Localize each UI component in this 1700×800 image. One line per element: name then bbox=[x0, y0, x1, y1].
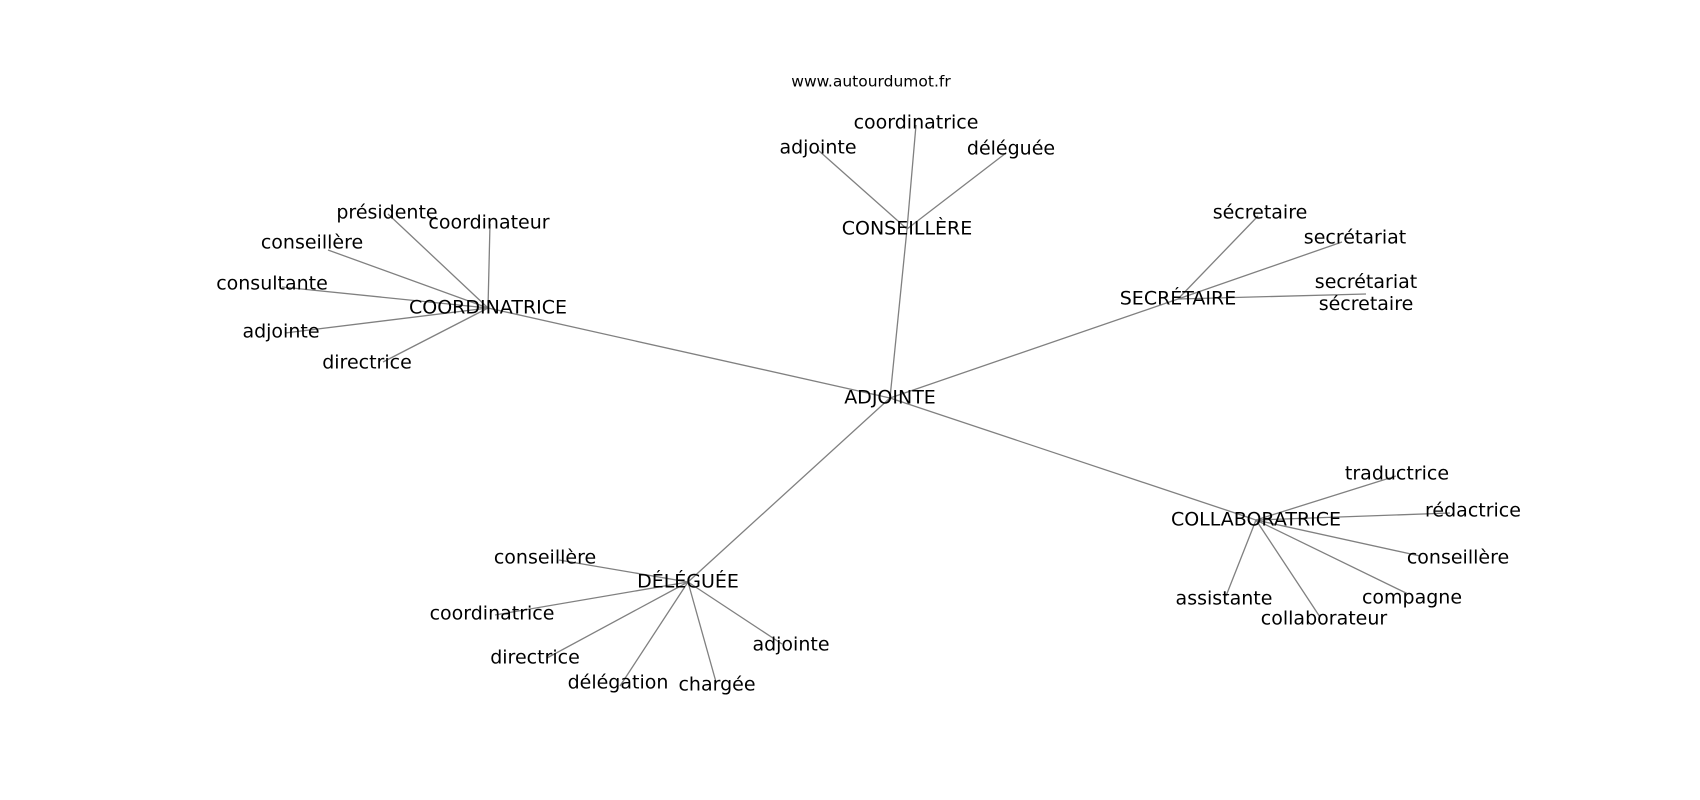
node-leaf-collaboratrice-redactrice[interactable]: rédactrice bbox=[1425, 500, 1521, 522]
edge-center-collaboratrice bbox=[889, 397, 1257, 521]
edge-collaboratrice-assistante bbox=[1225, 519, 1257, 597]
node-leaf-deleguee-coordinatrice[interactable]: coordinatrice bbox=[430, 603, 555, 625]
edge-secretaire-secretariat-secretaire bbox=[1177, 293, 1367, 300]
node-hub-coordinatrice[interactable]: COORDINATRICE bbox=[409, 297, 567, 319]
edge-coordinatrice-adjointe bbox=[284, 307, 489, 334]
node-leaf-coordinatrice-coordinateur[interactable]: coordinateur bbox=[428, 212, 549, 234]
edge-secretaire-secretariat bbox=[1177, 241, 1343, 300]
node-leaf-secretaire-secretariat[interactable]: secrétariat bbox=[1304, 227, 1406, 249]
node-hub-deleguee[interactable]: DÉLÉGUÉE bbox=[637, 570, 739, 593]
node-leaf-secretaire-secretaire[interactable]: sécretaire bbox=[1213, 202, 1308, 224]
edge-coordinatrice-coordinateur bbox=[487, 223, 491, 309]
node-leaf-deleguee-conseillere[interactable]: conseillère bbox=[494, 547, 596, 569]
node-leaf-coordinatrice-conseillere[interactable]: conseillère bbox=[261, 232, 363, 254]
site-url: www.autourdumot.fr bbox=[791, 73, 951, 91]
node-leaf-collaboratrice-traductrice[interactable]: traductrice bbox=[1345, 463, 1449, 485]
edge-coordinatrice-consultante bbox=[281, 286, 489, 309]
graph-edges bbox=[281, 124, 1451, 687]
edge-deleguee-conseillere bbox=[558, 559, 689, 583]
node-leaf-collaboratrice-collaborateur[interactable]: collaborateur bbox=[1261, 608, 1388, 630]
edge-center-secretaire bbox=[889, 298, 1179, 399]
edge-conseillere-adjointe bbox=[817, 149, 908, 230]
edge-collaboratrice-traductrice bbox=[1255, 475, 1397, 521]
edge-coordinatrice-directrice bbox=[382, 307, 489, 363]
node-leaf-deleguee-directrice[interactable]: directrice bbox=[490, 647, 580, 669]
edge-conseillere-deleguee bbox=[906, 152, 1007, 230]
node-leaf-conseillere-coordinatrice[interactable]: coordinatrice bbox=[854, 112, 979, 134]
node-leaf-collaboratrice-assistante[interactable]: assistante bbox=[1176, 588, 1273, 610]
node-center-adjointe[interactable]: ADJOINTE bbox=[844, 387, 936, 409]
node-hub-conseillere[interactable]: CONSEILLÈRE bbox=[842, 217, 973, 240]
edge-collaboratrice-compagne bbox=[1255, 519, 1409, 595]
edge-deleguee-delegation bbox=[619, 581, 689, 687]
edge-conseillere-coordinatrice bbox=[906, 124, 917, 230]
edge-deleguee-chargee bbox=[687, 581, 717, 683]
node-leaf-collaboratrice-conseillere[interactable]: conseillère bbox=[1407, 547, 1509, 569]
edge-center-deleguee bbox=[687, 397, 891, 583]
node-hub-collaboratrice[interactable]: COLLABORATRICE bbox=[1171, 509, 1341, 531]
edge-coordinatrice-presidente bbox=[387, 213, 489, 309]
node-leaf-deleguee-chargee[interactable]: chargée bbox=[678, 674, 755, 696]
edge-collaboratrice-conseillere bbox=[1255, 519, 1421, 557]
edge-deleguee-adjointe bbox=[687, 581, 783, 645]
node-leaf-deleguee-delegation[interactable]: délégation bbox=[568, 672, 669, 694]
edge-collaboratrice-redactrice bbox=[1255, 512, 1451, 521]
graph-labels: ADJOINTECOORDINATRICEprésidentecoordinat… bbox=[216, 112, 1521, 696]
node-leaf-coordinatrice-presidente[interactable]: présidente bbox=[336, 202, 437, 224]
node-leaf-conseillere-adjointe[interactable]: adjointe bbox=[779, 137, 856, 159]
edge-collaboratrice-collaborateur bbox=[1255, 519, 1321, 618]
node-leaf-deleguee-adjointe[interactable]: adjointe bbox=[752, 634, 829, 656]
node-leaf-coordinatrice-directrice[interactable]: directrice bbox=[322, 352, 412, 374]
edge-deleguee-directrice bbox=[546, 581, 689, 659]
node-leaf-coordinatrice-consultante[interactable]: consultante bbox=[216, 273, 328, 295]
node-hub-secretaire[interactable]: SECRÉTAIRE bbox=[1120, 287, 1236, 310]
edge-coordinatrice-conseillere bbox=[327, 249, 489, 309]
node-leaf-collaboratrice-compagne[interactable]: compagne bbox=[1362, 587, 1462, 609]
node-leaf-conseillere-deleguee[interactable]: déléguée bbox=[967, 138, 1055, 160]
edge-center-conseillere bbox=[889, 228, 908, 399]
node-leaf-coordinatrice-adjointe[interactable]: adjointe bbox=[242, 321, 319, 343]
edge-deleguee-coordinatrice bbox=[494, 581, 689, 616]
edge-center-coordinatrice bbox=[487, 307, 891, 399]
edge-secretaire-secretaire bbox=[1177, 215, 1259, 300]
